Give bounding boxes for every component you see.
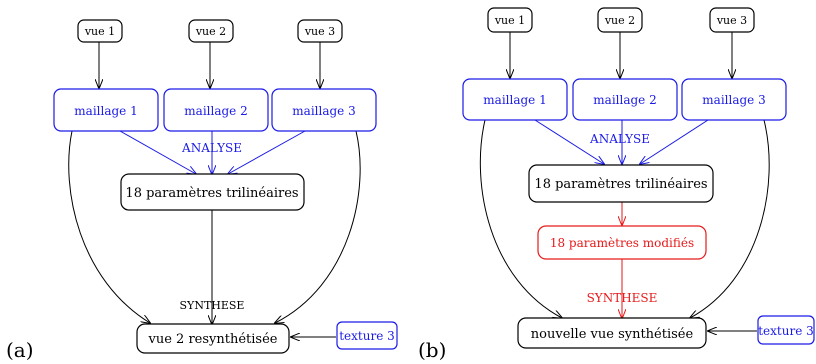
- analysis-label: ANALYSE: [589, 132, 650, 146]
- panel-a-label: (a): [6, 338, 34, 362]
- panel-a-view-1: vue 1: [77, 19, 123, 43]
- panel-b-mesh-2: maillage 2: [572, 78, 678, 121]
- panel-b-modified-params-box: 18 paramètres modifiés: [537, 225, 707, 260]
- panel-a-mesh-3: maillage 3: [271, 88, 377, 132]
- panel-a-result-box: vue 2 resynthétisée: [136, 323, 290, 354]
- modified-params-label: 18 paramètres modifiés: [550, 236, 694, 250]
- result-label: vue 2 resynthétisée: [148, 332, 278, 347]
- params-label: 18 paramètres trilinéaires: [125, 186, 298, 201]
- panel-b-texture-box: texture 3: [757, 315, 815, 345]
- panel-b-view-1: vue 1: [487, 7, 533, 33]
- mesh-label: maillage 2: [184, 104, 247, 118]
- texture-label: texture 3: [758, 324, 814, 338]
- analysis-label: ANALYSE: [181, 141, 242, 155]
- panel-a-params-box: 18 paramètres trilinéaires: [120, 173, 305, 211]
- panel-a-view-2: vue 2: [188, 19, 234, 43]
- synthesis-label: SYNTHESE: [180, 299, 245, 312]
- panel-b-mesh-1: maillage 1: [462, 78, 568, 121]
- mesh-label: maillage 1: [74, 104, 137, 118]
- panel-b: vue 1 vue 2 vue 3 maillage 1 maillage 2 …: [418, 7, 815, 362]
- mesh-label: maillage 2: [593, 93, 656, 107]
- mesh-label: maillage 1: [483, 93, 546, 107]
- mesh-label: maillage 3: [292, 104, 355, 118]
- panel-a-mesh-1: maillage 1: [53, 88, 159, 132]
- panel-a-connectors: [68, 42, 361, 337]
- panel-a: vue 1 vue 2 vue 3 maillage 1 maillage 2 …: [6, 19, 398, 362]
- panel-a-texture-box: texture 3: [336, 321, 398, 350]
- params-label: 18 paramètres trilinéaires: [534, 177, 707, 192]
- panel-b-label: (b): [418, 338, 446, 362]
- view-label: vue 2: [604, 14, 635, 27]
- panel-a-view-3: vue 3: [297, 19, 343, 43]
- synthesis-label: SYNTHESE: [587, 291, 658, 305]
- panel-b-view-3: vue 3: [709, 7, 755, 33]
- view-label: vue 1: [494, 14, 525, 27]
- panel-a-mesh-2: maillage 2: [163, 88, 269, 132]
- texture-label: texture 3: [339, 329, 395, 343]
- view-label: vue 3: [716, 14, 747, 27]
- view-label: vue 3: [304, 25, 335, 38]
- view-label: vue 1: [84, 25, 115, 38]
- panel-b-result-box: nouvelle vue synthétisée: [517, 317, 707, 349]
- panel-b-mesh-3: maillage 3: [681, 78, 787, 121]
- panel-b-view-2: vue 2: [597, 7, 643, 33]
- view-label: vue 2: [195, 25, 226, 38]
- panel-b-params-box: 18 paramètres trilinéaires: [528, 164, 714, 203]
- mesh-label: maillage 3: [702, 93, 765, 107]
- panel-b-connectors: [479, 32, 770, 331]
- result-label: nouvelle vue synthétisée: [531, 327, 694, 342]
